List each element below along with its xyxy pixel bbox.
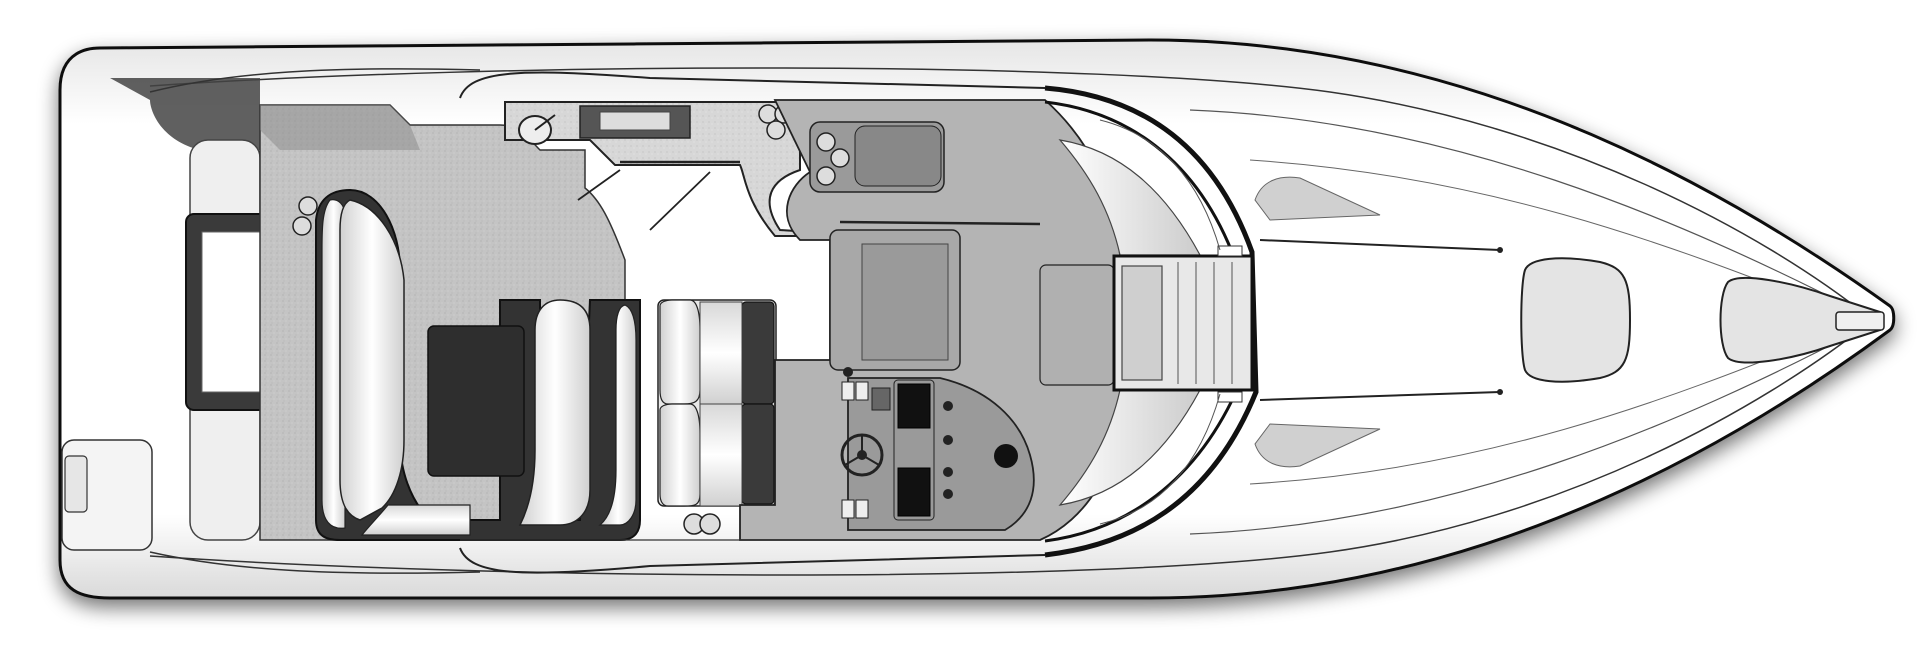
windshield-side-line [1099,119,1221,251]
sun-pad-cushion [201,231,269,393]
u-lounge-seat-starboard [518,299,591,526]
helm-seat-cushion-upper [659,299,701,405]
helm-side-panel [1039,264,1115,386]
helm-gauge-icon [943,435,953,445]
helm-seat-bolster-upper [699,301,743,405]
transom-shadow [110,78,260,150]
cockpit-floor-shadow [260,105,420,150]
windshield-frame-outer [1044,85,1259,558]
cup-holder-icon [816,166,836,186]
helm-seat-backrest-upper [741,301,775,405]
companionway-seat-cushion [861,243,949,361]
cup-holder-icon [816,132,836,152]
u-lounge-seat-main [339,199,405,521]
wet-bar-door-line [649,171,711,231]
bow-rail-top [1259,239,1501,251]
windshield-latch-top [1217,245,1243,257]
helm-gauge-icon [943,401,953,411]
cup-holder-icon [699,513,721,535]
helm-gauge-panel-upper [897,383,931,429]
helm-grab-rail [839,220,1041,226]
u-lounge-backrest-right [598,304,637,526]
helm-gauge-panel-frame [893,379,935,521]
hull-sheer-line-top [149,67,1871,319]
bow-deck-details [1254,176,1503,468]
helm-forward-seat-cushion [854,125,942,187]
bow-vent-top [1254,176,1381,221]
hull-rail-top [1189,109,1861,313]
transom-curve-top [149,68,481,93]
gunwale-bottom [459,547,1046,574]
cup-holder-icon [298,196,318,216]
bow-rail-stanchion [1497,389,1503,395]
forward-hatch-icon [1520,257,1632,383]
helm-seat-cushion-lower [659,403,701,507]
helm-gauge-icon [943,489,953,499]
helm-seat-bolster-lower [699,403,743,507]
bow-vent-bottom [1254,423,1381,468]
cup-holder-icon [292,216,312,236]
deck-gunwale [459,71,1046,574]
u-lounge-seat-aft [360,504,471,536]
forward-hatch [1520,257,1632,383]
windshield [1044,85,1259,558]
anchor-roller-icon [1835,311,1885,331]
windshield-latch-bottom [1217,391,1243,403]
swim-ladder-hatch [64,455,88,513]
gunwale-top [459,71,1046,99]
double-helm-seat [657,299,777,507]
steering-wheel-icon [840,433,884,477]
helm-gauge-panel-lower [897,467,931,517]
throttle-controls [841,367,891,519]
cup-holders-aft [292,196,721,535]
bow-pulpit-icon [1719,276,1881,364]
bow-rail-stanchion [1497,247,1503,253]
windshield-walkthrough-door [1121,265,1163,381]
compass-icon [994,444,1018,468]
windshield-side-line [1099,393,1221,525]
cup-holder-icon [830,148,850,168]
wet-bar-grill-glass [599,111,671,131]
wet-bar-faucet-icon [534,114,556,131]
aft-u-lounge [315,188,641,541]
helm-console [840,367,1035,531]
cup-holder-icon [766,120,786,140]
hull-sheer-line-bottom [149,321,1871,576]
helm-area [739,99,1121,541]
cockpit-table-top [427,325,525,477]
helm-gauge-icon [943,467,953,477]
cockpit-table [427,325,525,477]
hull-rail-bottom [1189,329,1861,535]
bow-rail-bottom [1259,391,1501,401]
bow-pulpit [1719,276,1885,364]
wet-bar-door-line [577,169,621,201]
helm-seat-backrest-lower [741,403,775,505]
wet-bar [504,101,813,237]
transom-curve-bottom [149,551,481,574]
